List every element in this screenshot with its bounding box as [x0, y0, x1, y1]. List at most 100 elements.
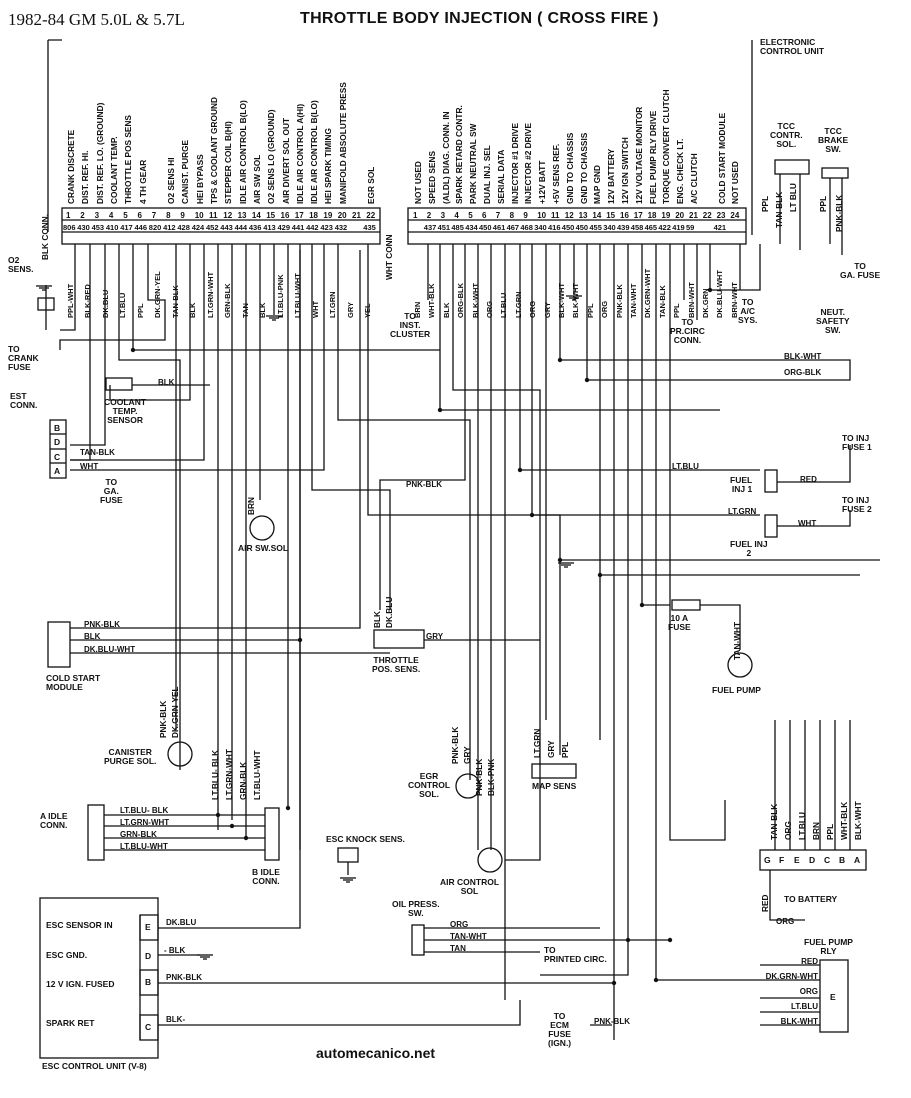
connector_left-wire-label: BLK	[258, 302, 268, 318]
to-crank-fuse-label: TO CRANK FUSE	[8, 344, 39, 372]
connector_right-wire-label: ORG-BLK	[456, 283, 466, 318]
connector_right-pin: 16	[620, 211, 629, 220]
junction-dot	[557, 557, 563, 563]
connector_right-function: COLD START MODULE	[716, 112, 727, 204]
connector_left-function: STEPPER COIL B(HI)	[223, 121, 234, 204]
wire-orgblk-neut: ORG-BLK	[784, 368, 822, 377]
connector_right-circuit: 416	[548, 223, 561, 232]
ten-a-fuse-label: 10 A FUSE	[668, 613, 691, 632]
g-wire-label: BLK-WHT	[853, 801, 863, 840]
g-pin: E	[794, 855, 800, 865]
junction-dot	[215, 812, 221, 818]
to-printed-circ-label: TO PRINTED CIRC.	[544, 945, 607, 964]
wire-ltblu-inj: LT.BLU	[672, 462, 699, 471]
g-wire-label: PPL	[825, 823, 835, 840]
wire-org-oil: ORG	[450, 920, 469, 929]
coolant-temp-label: COOLANT TEMP. SENSOR	[104, 397, 147, 425]
connector_left-function: AIR DIVERT SOL OUT	[280, 117, 291, 204]
connector_left-pin: 13	[237, 211, 247, 220]
wire-org-battery: ORG	[776, 917, 795, 926]
connector_right-wire-label: BLK-WHT	[557, 283, 566, 318]
connector_right-pin: 4	[454, 211, 459, 220]
connector_right-pin: 24	[730, 211, 740, 220]
connector_left-function: EGR SOL	[366, 166, 377, 204]
wire-tanwht-oil: TAN-WHT	[450, 932, 487, 941]
wht-conn-label: WHT CONN	[384, 234, 394, 280]
connector_left-pin: 17	[294, 211, 304, 220]
connector_left-circuit: 446	[134, 223, 148, 232]
connector_left-circuit: 430	[77, 223, 90, 232]
wire-gry-egr: GRY	[462, 746, 472, 764]
connector_right-wire-label: DK.GRN	[701, 288, 710, 318]
connector_left-function: DIST. REF. LO. (GROUND)	[94, 102, 105, 204]
air-control-label: AIR CONTROL SOL	[440, 877, 500, 896]
egr-control-label: EGR CONTROL SOL.	[408, 771, 451, 799]
connector_right-wire-label: PPL	[585, 303, 595, 318]
connector_left-function: THROTTLE POS SENS	[123, 115, 134, 204]
connector_right-wire-label: ORG	[528, 300, 538, 318]
esc-row-sensor-in: ESC SENSOR IN	[46, 920, 113, 930]
connector_left-wire-label: LT.BLU	[118, 292, 128, 318]
esc-pin-d: D	[145, 951, 152, 961]
connector_left-pin: 21	[352, 211, 361, 220]
junction-dot	[584, 377, 590, 383]
connector_left-wire-label: LT.BLU-WHT	[293, 273, 303, 318]
ground-icon	[340, 877, 356, 883]
connector_right-circuit: 340	[534, 223, 547, 232]
connector_left-circuit: 413	[263, 223, 276, 232]
b-idle-conn-label: B IDLE CONN.	[252, 867, 280, 886]
connector_left-circuit: 410	[105, 223, 119, 232]
wire-gry-tps: GRY	[426, 632, 444, 641]
g-wire-label: ORG	[783, 821, 793, 840]
relay-wire-label: DK.GRN-WHT	[765, 972, 818, 981]
connector_left-wire-label: WHT	[310, 300, 320, 318]
connector_right-wire-label: TAN-WHT	[629, 283, 638, 318]
est-pin-b: B	[54, 423, 61, 433]
connector_left-pin: 6	[137, 211, 142, 220]
connector_left-circuit: 441	[291, 223, 305, 232]
fuel-inj-2-label: FUEL INJ 2	[730, 539, 768, 558]
g-pin: B	[839, 855, 846, 865]
o2-sens-label: O2 SENS.	[8, 255, 34, 274]
connector_right-function: 12V VOLTAGE MONITOR	[633, 106, 644, 204]
to-ga-fuse-left-label: TO GA. FUSE	[100, 477, 123, 505]
neut-safety-label: NEUT. SAFETY SW.	[816, 307, 850, 335]
est-pin-d: D	[54, 437, 61, 447]
connector_right-circuit: 437	[423, 223, 437, 232]
connector_right-function: SPEED SENS	[426, 150, 437, 204]
connector_left-wire-label: TAN-BLK	[170, 285, 180, 318]
map-sens-label: MAP SENS	[532, 781, 577, 791]
wire-dkbluwht-cold: DK.BLU-WHT	[84, 645, 136, 654]
connector_right-wire-label: BLK-WHT	[571, 283, 581, 318]
wire-wht-inj: WHT	[798, 519, 817, 528]
connector_left-function: AIR SW SOL	[251, 154, 262, 204]
connector_left-pin: 14	[251, 211, 261, 220]
connector_right-pin: 13	[578, 211, 588, 220]
g-pin: G	[764, 855, 771, 865]
connector_right-function: NOT USED	[413, 161, 423, 204]
est-conn-label: EST CONN.	[10, 391, 38, 410]
connector_left-wire-label: LT.GRN-WHT	[205, 271, 215, 318]
wire-ltbluwht-v: LT.BLU-WHT	[252, 750, 262, 800]
connector_right-function: (ALDL) DIAG. CONN. IN	[440, 111, 451, 204]
connector_right-function: 12V IGN SWITCH	[620, 137, 630, 204]
connector_left-circuit: 444	[234, 223, 248, 232]
esc-pin-e: E	[145, 922, 151, 932]
to-inst-cluster-label: TO INST. CLUSTER	[390, 311, 431, 339]
to-ac-sys-label: TO A/C SYS.	[738, 297, 758, 325]
connector_right-pin: 7	[495, 211, 501, 220]
wire-ppl-brake: PPL	[818, 195, 828, 212]
connector_left-circuit: 435	[363, 223, 376, 232]
tcc-brake-sw-label: TCC BRAKE SW.	[818, 126, 849, 154]
connector_right-pin: 11	[551, 211, 560, 220]
g-pin: C	[824, 855, 831, 865]
connector_left-pin: 5	[123, 211, 128, 220]
connector_right-wire-label: BLK-WHT	[470, 283, 480, 318]
connector_left-pin: 10	[194, 211, 204, 220]
junction-dot	[611, 980, 617, 986]
junction-dot	[625, 937, 631, 943]
connector_right-function: +5V SENS REF.	[551, 143, 561, 204]
connector_right-pin: 8	[509, 211, 515, 220]
g-pin: A	[854, 855, 861, 865]
